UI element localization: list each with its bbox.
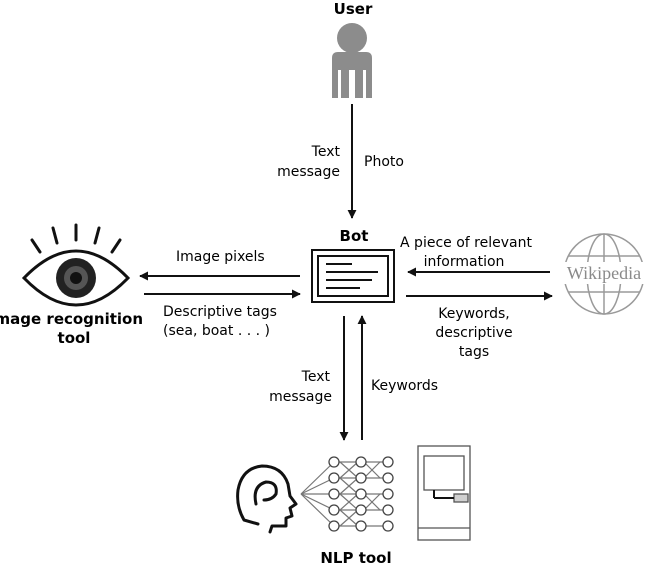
photo-label: Photo <box>364 154 404 170</box>
relevant-info-label-line1: A piece of relevant <box>400 235 532 251</box>
keywords-desc-label-line1: Keywords, <box>438 306 510 322</box>
descriptive-tags-label: Descriptive tags <box>163 304 277 320</box>
user-label: User <box>334 0 373 18</box>
descriptive-tags-examples: (sea, boat . . . ) <box>163 323 270 339</box>
image-pixels-label: Image pixels <box>176 249 265 265</box>
eye-icon <box>21 223 131 307</box>
wikipedia-label: Wikipedia <box>567 263 641 283</box>
text-message-label-bottom: Text <box>301 369 331 385</box>
head-profile-icon <box>236 464 298 534</box>
chat-window-icon <box>311 249 395 303</box>
bot-label: Bot <box>340 227 369 245</box>
image-tool-label-line1: Image recognition <box>0 310 143 328</box>
user-icon <box>332 23 372 98</box>
computer-icon <box>417 445 471 541</box>
image-tool-label-line2: tool <box>58 329 91 347</box>
keywords-desc-label-line2: descriptive <box>435 325 512 341</box>
relevant-info-label-line2: information <box>424 254 505 270</box>
message-label-top: message <box>277 164 340 180</box>
keywords-label: Keywords <box>371 378 438 394</box>
wikipedia-label-backdrop <box>560 262 654 284</box>
message-label-bottom: message <box>269 389 332 405</box>
nlp-tool-label: NLP tool <box>320 549 391 567</box>
neural-network-icon <box>300 456 394 532</box>
keywords-desc-label-line3: tags <box>459 344 489 360</box>
text-message-label-top: Text <box>311 144 341 160</box>
